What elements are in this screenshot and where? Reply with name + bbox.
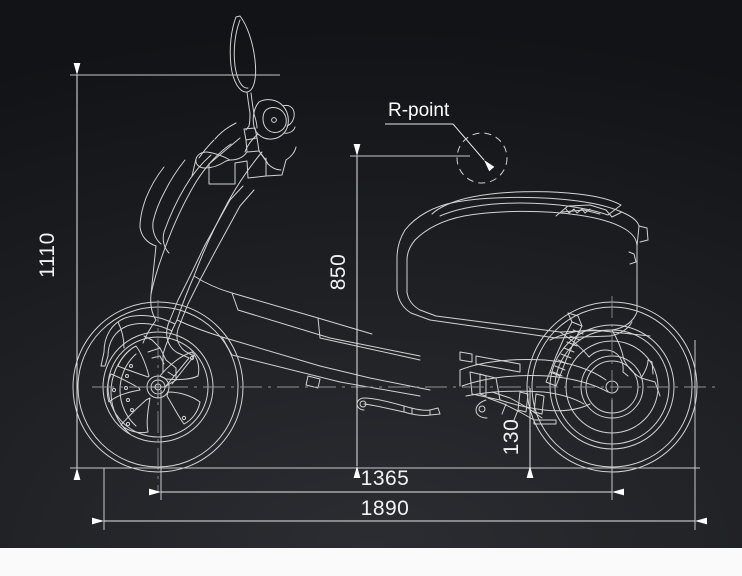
dimension-value-850: 850 xyxy=(327,254,350,291)
r-point-circle xyxy=(456,132,508,184)
r-point-leader-line xyxy=(452,123,495,172)
r-point-label: R-point xyxy=(388,100,450,121)
extension-lines xyxy=(70,74,700,530)
stand-and-footpeg xyxy=(356,391,557,425)
dimension-overall-height: 1110 xyxy=(36,63,81,480)
handlebar-assembly xyxy=(191,99,297,185)
dimension-value-1890: 1890 xyxy=(361,497,410,520)
blueprint-canvas: 1110 850 130 1365 1890 xyxy=(0,0,742,548)
scooter-technical-drawing: 1110 850 130 1365 1890 xyxy=(36,15,720,530)
seat-and-rear-body xyxy=(396,191,661,397)
footer-strip xyxy=(0,548,742,576)
floorboard xyxy=(221,309,431,397)
dimension-wheelbase: 1365 xyxy=(149,467,624,496)
dimension-value-130: 130 xyxy=(500,419,523,456)
front-fork-and-fender xyxy=(100,185,255,367)
dimension-seat-height: 850 xyxy=(327,144,361,478)
annotation-r-point: R-point xyxy=(385,100,508,184)
mirror-part xyxy=(229,15,258,131)
dimension-value-1365: 1365 xyxy=(361,467,410,490)
dimension-overall-length: 1890 xyxy=(92,497,707,525)
dimension-value-1110: 1110 xyxy=(36,232,59,278)
dimension-ground-clearance: 130 xyxy=(500,388,534,478)
side-panel-details xyxy=(305,351,521,389)
